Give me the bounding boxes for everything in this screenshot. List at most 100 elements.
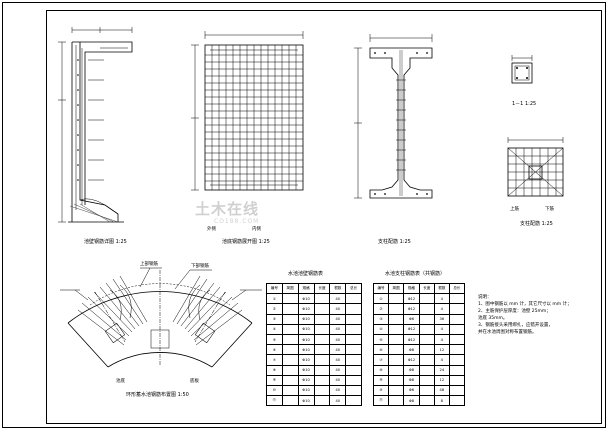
table-cell: 40	[329, 374, 347, 386]
bottom-bars-label: 下筋	[545, 207, 554, 212]
table-cell	[418, 344, 435, 356]
outer-face-label: 外侧	[207, 227, 216, 232]
table-cell	[418, 354, 435, 366]
table-cell: 40	[329, 303, 347, 315]
table-cell: ⑤	[372, 333, 390, 346]
table-cell: 48	[433, 384, 450, 397]
table-cell: ⑪	[372, 395, 390, 407]
table1-title: 水池池壁钢筋表	[288, 271, 324, 277]
table-header-cell: 简图	[388, 282, 405, 295]
table-cell	[313, 364, 331, 376]
table-cell: Φ6	[403, 384, 420, 397]
table-cell: 4	[433, 333, 450, 346]
table-header-cell: 根数	[433, 282, 450, 295]
table-cell	[281, 384, 299, 397]
table-cell: 40	[329, 344, 347, 356]
table-cell	[345, 395, 362, 407]
table-cell: Φ8	[403, 364, 420, 376]
table-cell: Φ10	[297, 384, 315, 397]
table-cell	[418, 333, 435, 346]
upper-bars-label: 上部钢筋	[140, 262, 158, 267]
table-cell: ①	[266, 293, 283, 305]
note-line: 1、图中钢筋以 mm 计，其它尺寸以 mm 计；	[478, 301, 572, 307]
table-cell	[418, 323, 435, 335]
note-line: 池底 35mm。	[478, 315, 508, 321]
table-cell	[388, 384, 405, 397]
table-cell	[313, 384, 331, 397]
table-cell	[448, 293, 466, 305]
table-cell: Φ10	[297, 303, 315, 315]
table-cell: 12	[433, 344, 450, 356]
table-cell	[388, 374, 405, 386]
table-cell	[448, 313, 466, 325]
table-cell	[345, 364, 362, 376]
table-cell: ⑧	[266, 364, 283, 376]
table-cell: Φ12	[403, 323, 420, 335]
table-cell: 40	[329, 323, 347, 335]
table-cell: Φ10	[297, 354, 315, 366]
watermark-url: CO188.COM	[214, 218, 260, 225]
table-cell: ⑦	[266, 354, 283, 366]
table-cell	[345, 374, 362, 386]
table-cell	[388, 364, 405, 376]
section-1-1	[511, 55, 533, 84]
table-cell	[313, 354, 331, 366]
table-cell	[281, 333, 299, 346]
table-cell	[281, 344, 299, 356]
table-cell	[418, 384, 435, 397]
table-cell: ①	[372, 293, 390, 305]
table-cell: 4	[433, 303, 450, 315]
note-line: 3、钢筋接头采用绑扎，应错开设置，	[478, 322, 553, 328]
table-cell	[281, 293, 299, 305]
table-cell	[345, 354, 362, 366]
note-line: 并在水池周围对称布置钢筋。	[478, 329, 537, 335]
table-cell: Φ10	[297, 313, 315, 325]
table-cell	[313, 333, 331, 346]
notes: 说明： 1、图中钢筋以 mm 计，其它尺寸以 mm 计；2、主筋保护层厚度：池壁…	[478, 295, 598, 337]
table-cell: Φ10	[297, 293, 315, 305]
table-cell: Φ10	[297, 323, 315, 335]
table-cell	[448, 323, 466, 335]
table-cell: 12	[433, 374, 450, 386]
table-cell	[388, 354, 405, 366]
note-line: 2、主筋保护层厚度：池壁 25mm；	[478, 308, 551, 314]
table-cell	[388, 303, 405, 315]
table-cell: 40	[329, 293, 347, 305]
table-cell: ⑥	[372, 344, 390, 356]
table-cell: 4	[433, 323, 450, 335]
table-cell	[313, 323, 331, 335]
table-cell	[281, 374, 299, 386]
table-header-cell: 长度	[313, 282, 331, 295]
table-cell: Φ10	[297, 333, 315, 346]
table-cell: ②	[266, 303, 283, 315]
table-header-cell: 编号	[266, 282, 283, 295]
lower-bars-label: 下部钢筋	[191, 264, 209, 269]
table-cell	[388, 323, 405, 335]
table-cell: Φ10	[297, 364, 315, 376]
column-caption: 支柱配筋 1:25	[378, 239, 411, 245]
table-cell	[448, 384, 466, 397]
table-cell: 40	[329, 354, 347, 366]
table-cell: 40	[329, 333, 347, 346]
table-header-cell: 总长	[448, 282, 466, 295]
table-cell: Φ12	[403, 293, 420, 305]
pool-wall-detail	[58, 27, 133, 223]
table-cell	[281, 303, 299, 315]
table-cell: ⑩	[372, 384, 390, 397]
table-cell: 8	[433, 395, 450, 407]
table-row: ⑦ Φ10 40	[266, 354, 362, 366]
table-cell: 24	[433, 364, 450, 376]
table-cell: ②	[372, 303, 390, 315]
